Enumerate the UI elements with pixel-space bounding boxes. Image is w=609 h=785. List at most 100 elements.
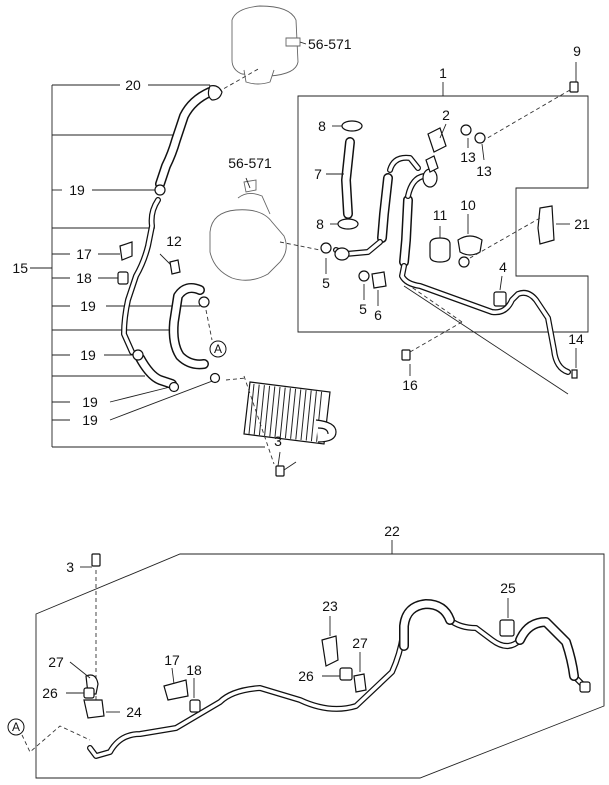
cooler-return-hose: [132, 349, 221, 393]
label-8b: 8: [316, 216, 324, 232]
cooler-fin: [295, 389, 302, 440]
clip-2: [427, 127, 447, 153]
clamp-19a: [154, 184, 166, 196]
label-12: 12: [166, 233, 182, 249]
label-19a: 19: [69, 182, 85, 198]
clamp-20: [207, 85, 223, 101]
clamp-10: [457, 235, 483, 256]
pipe-22: [87, 599, 591, 759]
label-10: 10: [460, 197, 476, 213]
label-9: 9: [573, 43, 581, 59]
ring-8a: [341, 120, 363, 132]
clamp-25: [499, 619, 515, 637]
cooler-fin: [279, 387, 286, 438]
label-19d: 19: [82, 394, 98, 410]
label-5b: 5: [359, 301, 367, 317]
label-26a: 26: [42, 685, 58, 701]
clamp-19b: [198, 296, 210, 308]
label-1: 1: [439, 65, 447, 81]
label-17: 17: [76, 246, 92, 262]
return-tube-left: [121, 197, 161, 355]
bolt-16: [401, 285, 569, 395]
grommet-13a: [460, 124, 472, 136]
callout-a-lower: A: [7, 718, 91, 753]
label-15: 15: [12, 260, 28, 276]
cooler-feed-hose: [168, 283, 210, 370]
cooler-fin: [258, 385, 265, 436]
pump-ghost: [209, 179, 321, 281]
lower-assembly: 22 3 A: [7, 523, 605, 779]
bushing-18-lower: [189, 699, 201, 713]
label-11: 11: [433, 207, 448, 223]
callout-a-lower-label: A: [12, 720, 20, 734]
parts-27-26-24: 27 26 24: [42, 654, 142, 720]
box-22: [35, 553, 605, 779]
upper-labels: 15 1 20 19 17 18 19 19 19 19 12 8 7 8 5 …: [12, 36, 590, 449]
clamp-19c: [132, 349, 144, 361]
label-27b: 27: [352, 635, 368, 651]
label-17-lower: 17: [164, 652, 180, 668]
upper-assembly: A: [12, 5, 590, 477]
label-25: 25: [500, 580, 516, 596]
label-14: 14: [568, 331, 584, 347]
parts-17-18-12: [117, 241, 181, 285]
cooler-fin: [284, 388, 291, 439]
cooler-fin: [290, 388, 297, 439]
label-19c: 19: [80, 347, 96, 363]
clip-14: [571, 369, 578, 379]
callout-a-upper: A: [205, 309, 227, 358]
ref-56-571-mid: 56-571: [228, 155, 272, 171]
grommet-26a: [83, 687, 95, 699]
label-23: 23: [322, 598, 338, 614]
cooler-fin: [248, 383, 255, 435]
label-20: 20: [125, 77, 141, 93]
bracket-24: [83, 699, 105, 719]
box-1: [297, 82, 589, 333]
parts-17-18-lower: 17 18: [163, 652, 202, 713]
bolt-6: [371, 271, 387, 289]
label-8a: 8: [318, 118, 326, 134]
label-6: 6: [374, 307, 382, 323]
grommet-26b: [339, 667, 353, 681]
bolt-9: [483, 81, 579, 141]
box-fittings: [320, 124, 578, 379]
bushing-18: [117, 271, 129, 285]
label-4: 4: [499, 259, 507, 275]
grommet-13b: [474, 132, 486, 144]
clip-27b: [353, 673, 367, 693]
cooler-fin: [264, 385, 271, 436]
clamp-4: [493, 291, 507, 307]
label-3-lower: 3: [66, 559, 74, 575]
washer-5b: [358, 270, 370, 282]
label-3-upper: 3: [274, 433, 282, 449]
label-13b: 13: [476, 163, 492, 179]
cooler-fin: [310, 391, 317, 442]
cooler-fin: [300, 389, 307, 441]
label-24: 24: [126, 704, 142, 720]
ref-56-571-top: 56-571: [308, 36, 352, 52]
label-16: 16: [402, 377, 418, 393]
clamp-11: [429, 237, 451, 263]
bracket-17: [119, 241, 133, 261]
label-26b: 26: [298, 668, 314, 684]
upper-leaders: [245, 41, 577, 467]
label-5a: 5: [322, 275, 330, 291]
label-21: 21: [574, 216, 590, 232]
reservoir-ghost: [217, 5, 301, 93]
washer-5a: [320, 242, 332, 254]
label-19e: 19: [82, 412, 98, 428]
label-2: 2: [442, 107, 450, 123]
part-25: 25: [499, 580, 516, 637]
clamp-19e: [209, 372, 221, 384]
bracket-21: [469, 205, 570, 259]
label-22: 22: [384, 523, 400, 539]
cooler-fin: [274, 386, 281, 438]
label-27a: 27: [48, 654, 64, 670]
pressure-hose-assembly: [333, 120, 571, 375]
label-7: 7: [314, 166, 322, 182]
label-13a: 13: [460, 149, 476, 165]
callout-a-label: A: [214, 342, 222, 356]
label-18-lower: 18: [186, 662, 202, 678]
bracket-23: [321, 635, 339, 667]
